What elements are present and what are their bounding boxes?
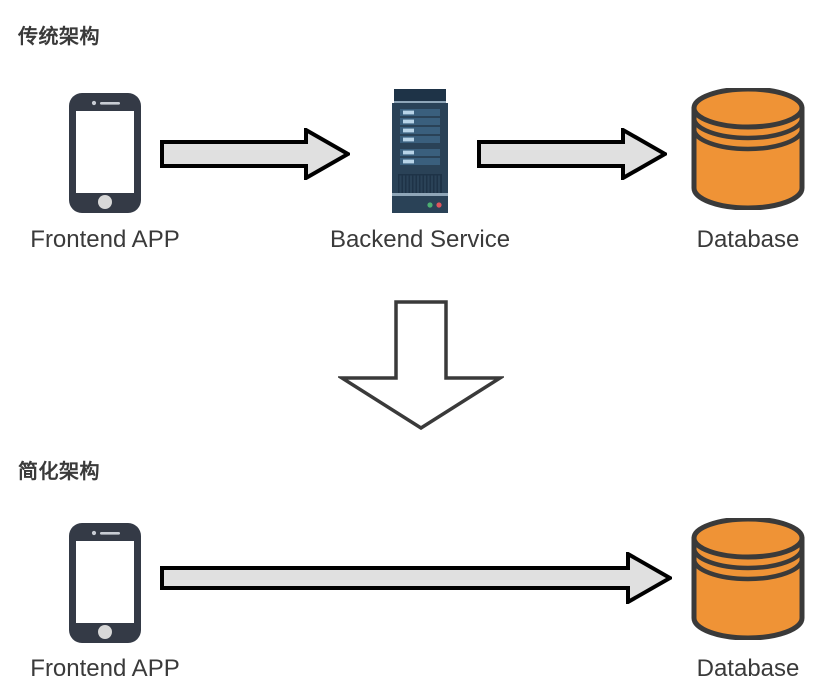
smartphone-icon	[68, 92, 142, 214]
node-label-backend-service: Backend Service	[329, 226, 511, 253]
node-label-frontend-app-top: Frontend APP	[30, 226, 180, 253]
node-label-database-bottom: Database	[696, 655, 800, 682]
database-icon	[690, 518, 806, 640]
database-icon	[690, 88, 806, 210]
right-arrow-icon	[477, 128, 667, 180]
smartphone-icon	[68, 522, 142, 644]
right-arrow-icon	[160, 128, 350, 180]
node-label-frontend-app-bottom: Frontend APP	[30, 655, 180, 682]
node-label-database-top: Database	[696, 226, 800, 253]
down-arrow-icon	[338, 300, 504, 430]
section-title-simplified: 简化架构	[18, 461, 100, 483]
server-icon	[392, 89, 448, 213]
right-arrow-icon	[160, 552, 672, 604]
section-title-traditional: 传统架构	[18, 26, 100, 48]
